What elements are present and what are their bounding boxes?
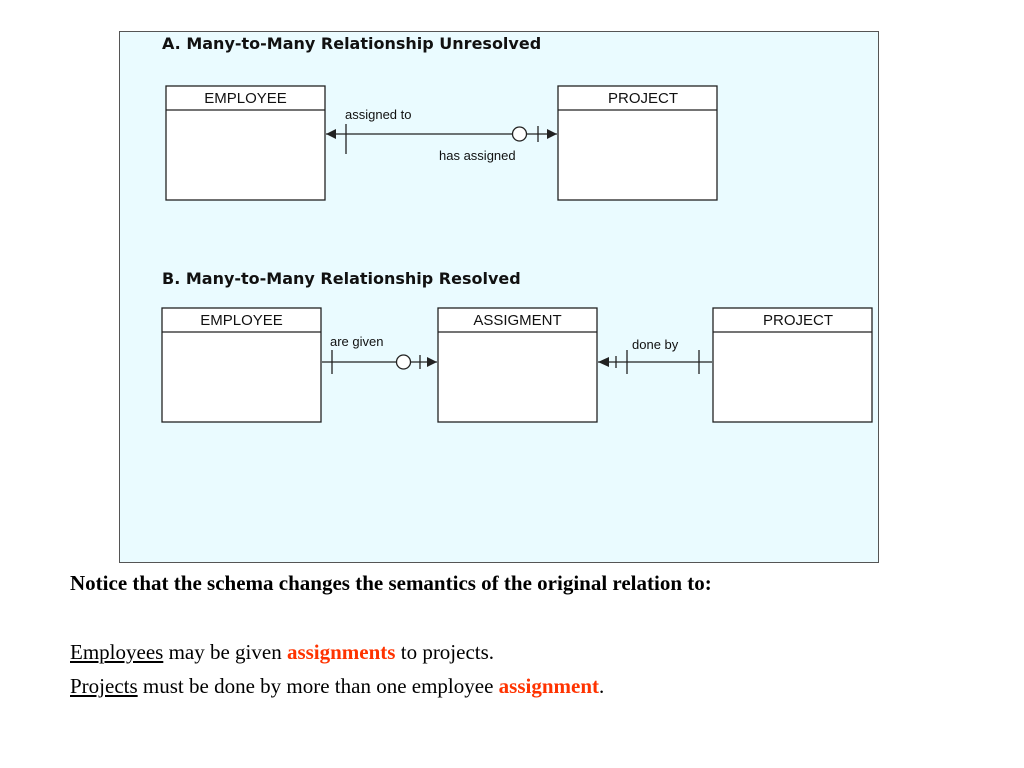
- label-assigned-to: assigned to: [345, 107, 412, 122]
- notice-text: Notice that the schema changes the seman…: [70, 571, 712, 595]
- zero-circle-a: [511, 126, 528, 142]
- arrowhead-right-a: [547, 129, 557, 139]
- statement-projects-end: .: [599, 674, 605, 698]
- section-a-title: A. Many-to-Many Relationship Unresolved: [162, 34, 541, 53]
- statement-employees-highlight: assignments: [286, 640, 396, 664]
- entity-employee-a-name: EMPLOYEE: [204, 90, 287, 107]
- statement-projects-highlight: assignment: [498, 674, 600, 698]
- entity-assigment-b: ASSIGMENT: [437, 307, 598, 423]
- relationship-a: assigned to has assigned: [326, 107, 557, 163]
- statement-projects: Projects must be done by more than one e…: [70, 673, 1010, 699]
- relationship-b-left: are given: [322, 334, 437, 374]
- arrowhead-left-a: [326, 129, 336, 139]
- label-are-given: are given: [330, 334, 383, 349]
- entity-employee-b-name: EMPLOYEE: [200, 312, 283, 329]
- entity-project-b-name: PROJECT: [763, 312, 833, 329]
- statement-employees-subject: Employees: [70, 640, 164, 664]
- statement-projects-subject: Projects: [70, 674, 138, 698]
- entity-employee-a: EMPLOYEE: [165, 85, 326, 201]
- statement-employees-mid: may be given: [163, 640, 287, 664]
- label-has-assigned: has assigned: [439, 148, 516, 163]
- entity-project-a: PROJECT: [557, 85, 718, 201]
- label-done-by: done by: [632, 337, 679, 352]
- arrowhead-b-left: [427, 357, 437, 367]
- arrowhead-b-right: [598, 357, 609, 367]
- entity-employee-b: EMPLOYEE: [161, 307, 322, 423]
- relationship-b-right: done by: [598, 337, 712, 374]
- entity-project-a-name: PROJECT: [608, 90, 678, 107]
- statement-employees: Employees may be given assignments to pr…: [70, 639, 1010, 665]
- section-b-title: B. Many-to-Many Relationship Resolved: [162, 269, 521, 288]
- statement-employees-end: to projects.: [395, 640, 495, 664]
- entity-assigment-b-name: ASSIGMENT: [473, 312, 561, 329]
- statement-projects-mid: must be done by more than one employee: [137, 674, 499, 698]
- entity-project-b: PROJECT: [712, 307, 873, 423]
- zero-circle-b: [395, 354, 412, 370]
